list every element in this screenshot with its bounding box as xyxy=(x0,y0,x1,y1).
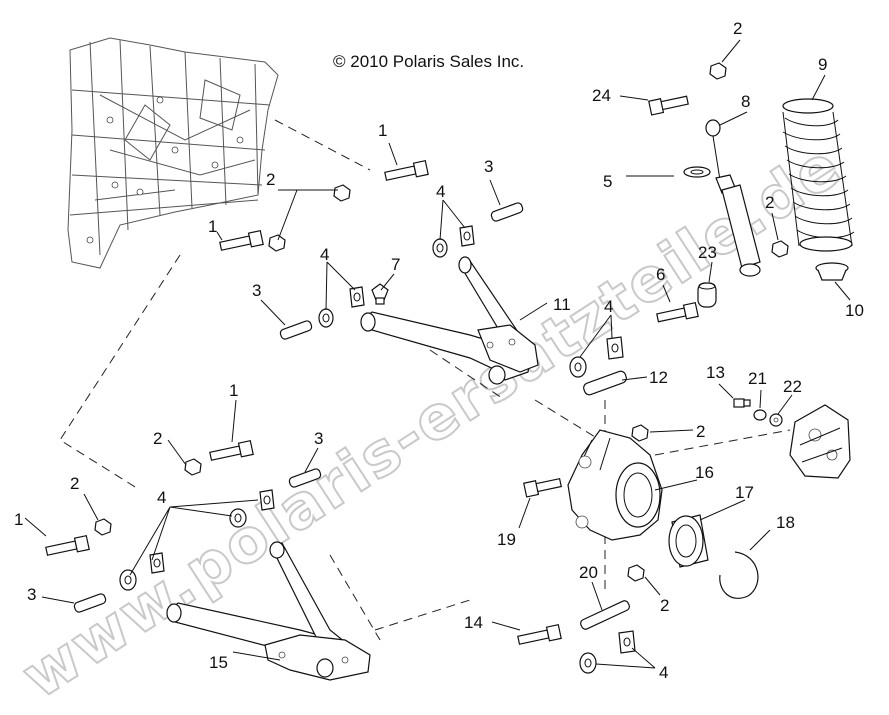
callout-12: 12 xyxy=(649,368,668,387)
callout-2: 2 xyxy=(660,596,669,615)
callout-7: 7 xyxy=(391,255,400,274)
copyright-text: © 2010 Polaris Sales Inc. xyxy=(333,52,524,71)
spring-retainer xyxy=(815,262,849,281)
callout-20: 20 xyxy=(579,563,598,582)
callout-2: 2 xyxy=(266,170,275,189)
callout-13: 13 xyxy=(706,363,725,382)
callout-2: 2 xyxy=(765,193,774,212)
callout-4: 4 xyxy=(604,297,613,316)
callout-2: 2 xyxy=(733,19,742,38)
bushings xyxy=(119,225,636,674)
callout-5: 5 xyxy=(603,172,612,191)
callout-14: 14 xyxy=(464,613,483,632)
wheel-bearing xyxy=(668,514,709,568)
coil-spring xyxy=(782,98,855,252)
callout-16: 16 xyxy=(695,463,714,482)
callout-1: 1 xyxy=(208,217,217,236)
callout-8: 8 xyxy=(741,92,750,111)
grease-fitting xyxy=(371,283,389,305)
sleeves xyxy=(73,202,717,630)
callout-1: 1 xyxy=(14,510,23,529)
callout-2: 2 xyxy=(70,474,79,493)
bolts xyxy=(45,95,699,645)
callout-labels: 1 1 1 1 2 2 2 2 2 2 2 3 3 3 3 4 4 4 4 4 … xyxy=(14,19,864,682)
shock-absorber xyxy=(683,119,761,277)
callout-24: 24 xyxy=(592,86,611,105)
callout-1: 1 xyxy=(378,121,387,140)
callout-21: 21 xyxy=(748,369,767,388)
brake-caliper xyxy=(789,404,851,479)
spindle-knuckle xyxy=(567,429,663,541)
lower-a-arm xyxy=(166,541,371,681)
callout-1: 1 xyxy=(229,381,238,400)
callout-4: 4 xyxy=(157,488,166,507)
vehicle-frame xyxy=(67,37,279,269)
callout-18: 18 xyxy=(776,513,795,532)
callout-4: 4 xyxy=(436,182,445,201)
callout-11: 11 xyxy=(553,295,571,314)
callout-15: 15 xyxy=(209,653,228,672)
callout-10: 10 xyxy=(845,301,864,320)
callout-3: 3 xyxy=(252,281,261,300)
callout-3: 3 xyxy=(314,429,323,448)
leader-lines xyxy=(24,39,851,669)
watermark-text: www.polaris-ersatzteile.de xyxy=(10,130,854,712)
callout-3: 3 xyxy=(27,585,36,604)
callout-2: 2 xyxy=(696,422,705,441)
callout-23: 23 xyxy=(698,243,717,262)
callout-19: 19 xyxy=(497,530,516,549)
callout-17: 17 xyxy=(735,483,754,502)
callout-22: 22 xyxy=(783,377,802,396)
callout-2: 2 xyxy=(153,429,162,448)
small-hardware xyxy=(733,398,783,427)
nuts xyxy=(94,62,789,582)
callout-4: 4 xyxy=(320,245,329,264)
callout-3: 3 xyxy=(484,157,493,176)
callout-9: 9 xyxy=(818,55,827,74)
callout-6: 6 xyxy=(656,265,665,284)
upper-a-arm xyxy=(360,256,539,385)
snap-ring xyxy=(719,551,759,599)
callout-4: 4 xyxy=(659,663,668,682)
